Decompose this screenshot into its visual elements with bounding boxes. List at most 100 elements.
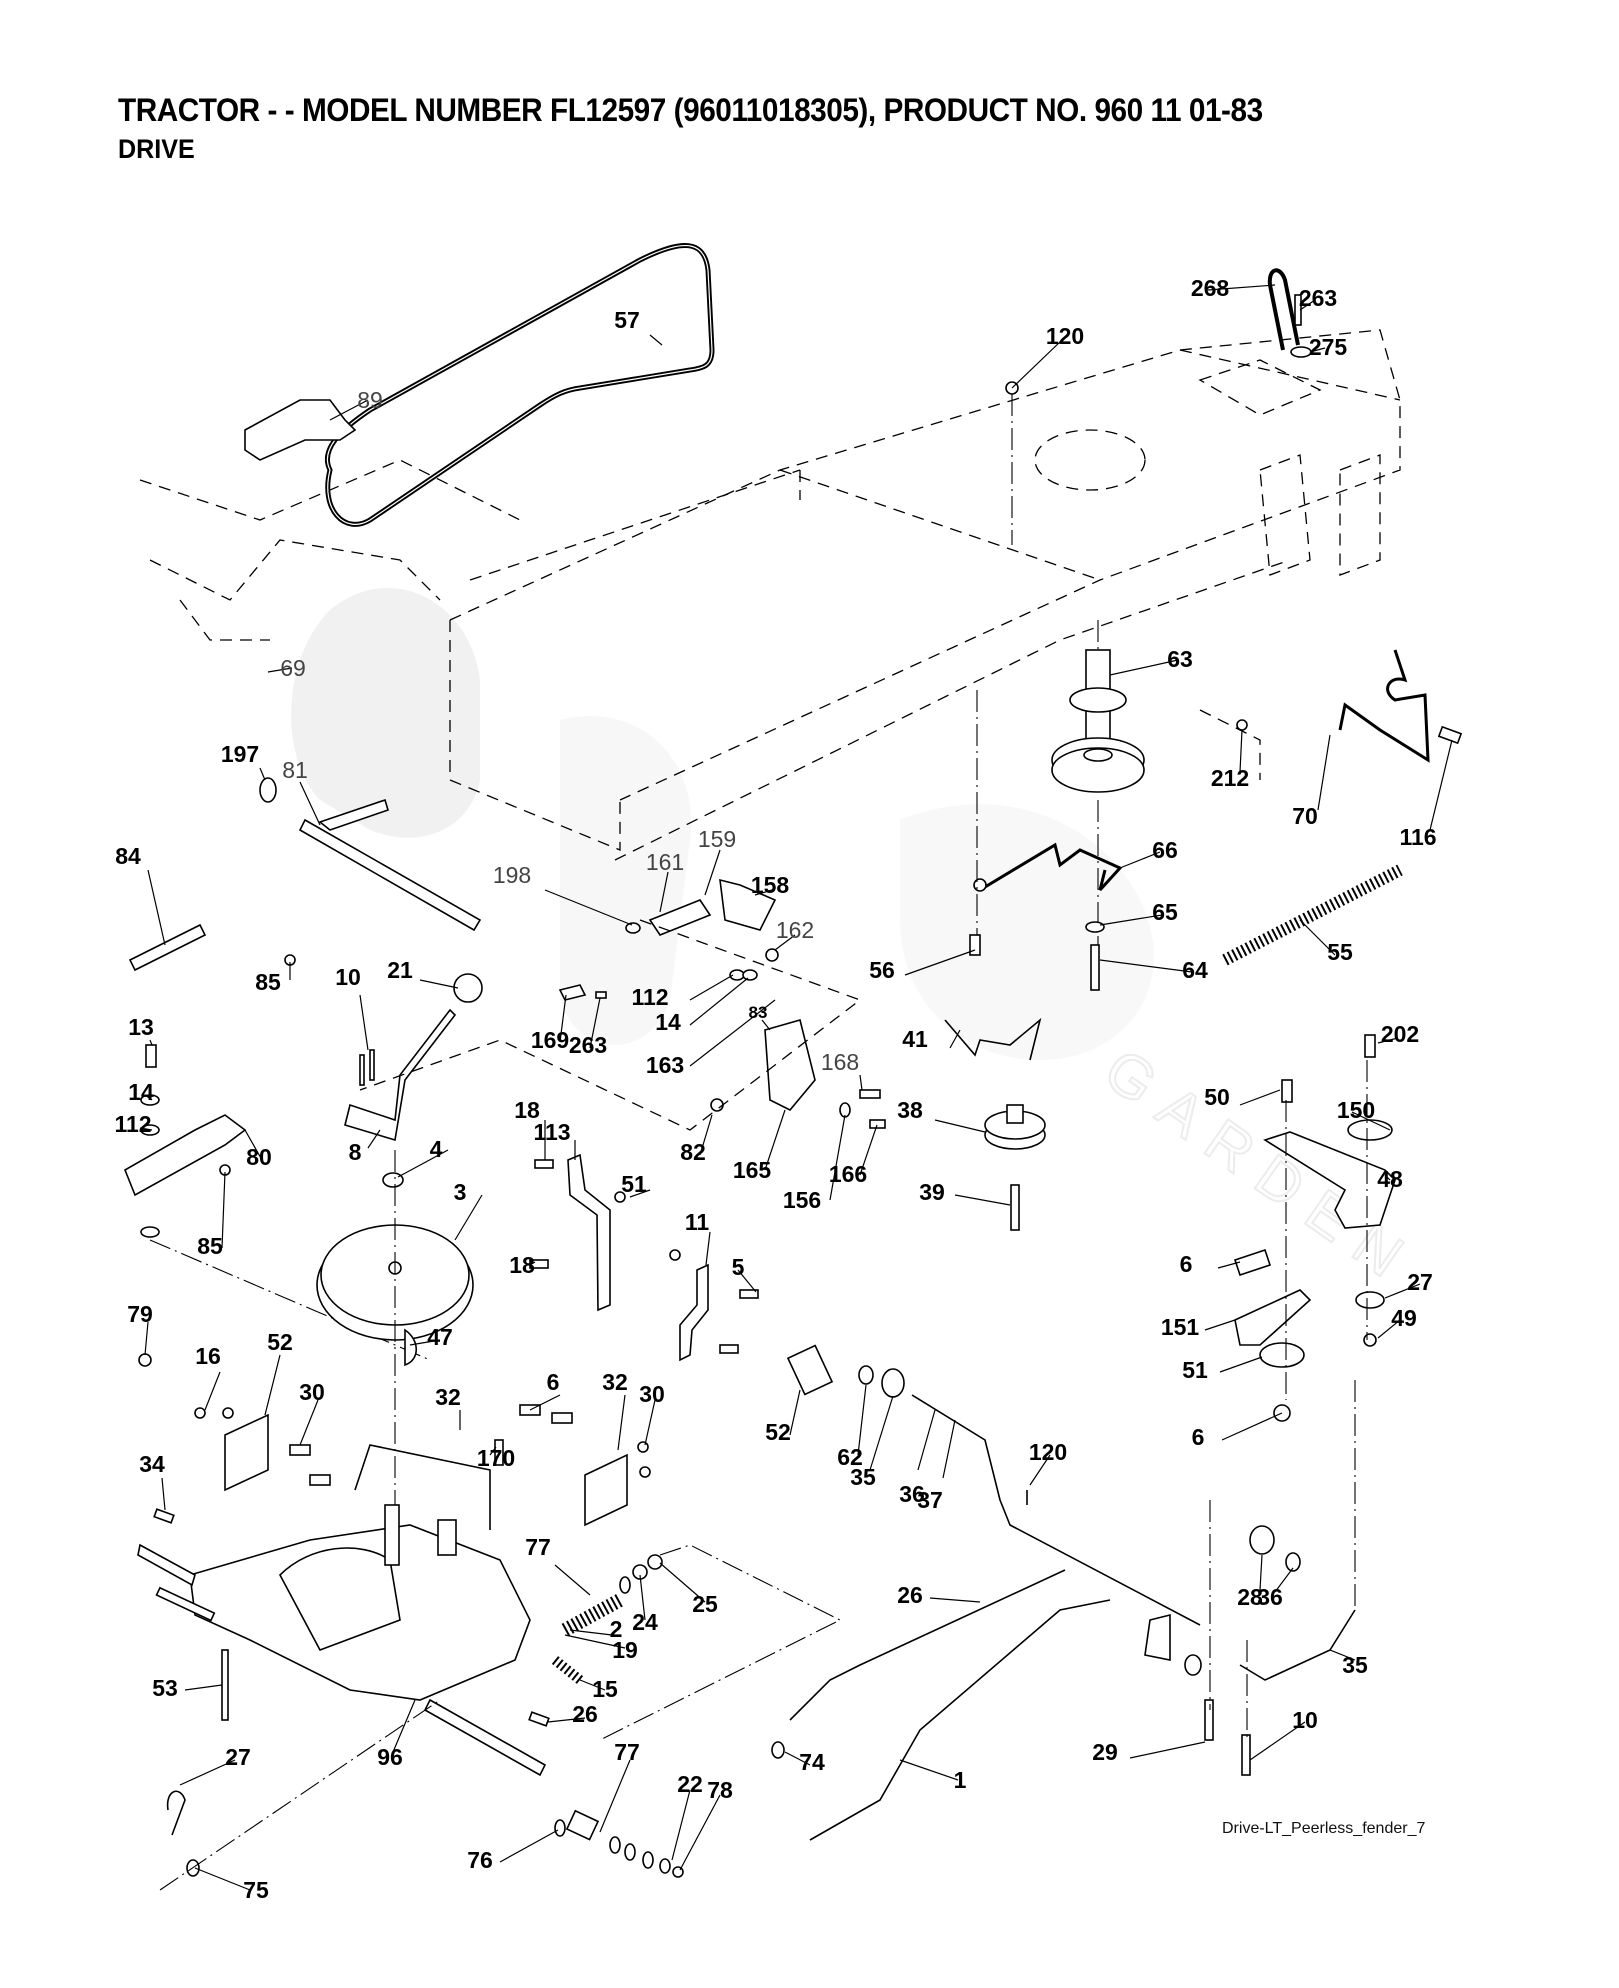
leader-line-37 (942, 1419, 956, 1479)
callout-163-pin: 163 (646, 1052, 684, 1078)
center-bracket-cluster (558, 878, 886, 1129)
callout-57-belt: 57 (614, 307, 640, 333)
leader-line-202 (1377, 1037, 1399, 1044)
bolt-64 (1090, 944, 1100, 991)
cotter-pin-10b (1204, 1699, 1214, 1741)
callout-69-bolt: 69 (280, 655, 306, 681)
washer-26 (619, 1576, 631, 1594)
nut-52 (194, 1407, 206, 1419)
leader-line-35 (869, 1395, 894, 1471)
leader-line-18 (529, 1261, 536, 1266)
callout-89-bracket: 89 (357, 387, 383, 413)
leader-line-27 (1384, 1283, 1421, 1299)
leader-line-168 (859, 1074, 863, 1091)
bracket-arm (1144, 1613, 1171, 1661)
leader-line-63 (1109, 659, 1179, 676)
spring-hook-268 (1267, 268, 1300, 351)
callout-165-bracket: 165 (733, 1157, 772, 1183)
rod-assembly-84 (128, 923, 207, 972)
callout-112-washer: 112 (631, 984, 668, 1010)
callout-80-bracket: 80 (246, 1144, 272, 1170)
shaft-34 (911, 1394, 1201, 1626)
cotter-pin-10 (359, 1054, 365, 1086)
leader-line-169 (559, 994, 567, 1043)
washer-36b (1249, 1525, 1275, 1555)
washer-36 (881, 1368, 905, 1398)
leader-line-112 (139, 1127, 153, 1131)
bolt-202 (1364, 1034, 1376, 1058)
bracket-5 (679, 1263, 709, 1362)
bolt-18b (739, 1289, 759, 1299)
bolt-15 (221, 1649, 229, 1721)
callout-35-bushing: 35 (850, 1464, 876, 1490)
leader-line-14 (144, 1094, 153, 1101)
callout-30-bracket: 30 (639, 1381, 665, 1407)
leader-line-69 (267, 667, 293, 673)
callout-48-idler-arm: 48 (1377, 1166, 1403, 1192)
leader-line-268 (1207, 284, 1276, 291)
callout-30-bracket: 30 (299, 1379, 325, 1405)
spring-2 (551, 1656, 584, 1684)
leader-line-30 (299, 1399, 319, 1446)
callout-202-bolt: 202 (1381, 1021, 1419, 1047)
leader-line-151 (1204, 1319, 1236, 1331)
leader-line-22 (671, 1789, 691, 1861)
callout-28-rod: 28 (1237, 1584, 1263, 1610)
idler-pulley-47 (1259, 1342, 1305, 1368)
leader-line-56 (904, 949, 976, 976)
leader-line-170 (489, 1446, 497, 1456)
callout-198-washer: 198 (493, 862, 531, 888)
leader-line-76 (499, 1829, 559, 1863)
key-77 (153, 1508, 175, 1524)
leader-line-161 (659, 871, 669, 913)
rod-28 (789, 1569, 1066, 1721)
callout-18-bolt: 18 (514, 1097, 540, 1123)
callout-81-shaft: 81 (282, 757, 308, 783)
leader-line-62 (857, 1384, 867, 1456)
callout-4-retaining-ring: 4 (430, 1136, 443, 1162)
callout-85-nut: 85 (255, 969, 281, 995)
leader-line-38 (934, 1119, 986, 1133)
leader-line-120 (1029, 1454, 1051, 1486)
nut-212 (1236, 719, 1248, 731)
callout-55-spring: 55 (1327, 939, 1353, 965)
bolt-13 (145, 1044, 157, 1068)
bolt-116 (1437, 725, 1463, 745)
leader-line-36 (1274, 1567, 1294, 1593)
bolt-6b (719, 1344, 739, 1354)
callout-29-bushing: 29 (1092, 1739, 1118, 1765)
callout-27-cotter-pin: 27 (1407, 1269, 1433, 1295)
leader-line-51 (629, 1189, 651, 1198)
nut-16 (138, 1353, 152, 1367)
bolt-6 (529, 1259, 549, 1269)
belt-highlight (326, 244, 713, 525)
leader-line-36 (917, 1409, 936, 1471)
nut-52b (222, 1407, 234, 1419)
callout-5-bracket: 5 (732, 1254, 745, 1280)
bushing-62 (786, 1344, 834, 1396)
callout-52-nut: 52 (267, 1329, 293, 1355)
callout-70-wire-bracket: 70 (1292, 803, 1318, 829)
nut-51 (1363, 1333, 1377, 1347)
leader-line-112 (689, 974, 734, 1001)
callout-15-bolt: 15 (592, 1676, 618, 1702)
callout-62-bushing: 62 (837, 1444, 863, 1470)
leader-line-10 (1249, 1721, 1306, 1761)
washer-151 (1355, 1291, 1385, 1309)
nut-52d (639, 1466, 651, 1478)
callout-16-nut: 16 (195, 1343, 221, 1369)
callout-76-nut: 76 (467, 1847, 493, 1873)
callout-8-lever: 8 (349, 1139, 362, 1165)
leader-line-26 (547, 1717, 586, 1723)
callout-151-washer: 151 (1161, 1314, 1200, 1340)
leader-line-16 (204, 1371, 221, 1411)
bolt-32d (551, 1412, 573, 1424)
callout-212-nut: 212 (1211, 765, 1249, 791)
callout-85-nut: 85 (197, 1233, 223, 1259)
wire-bracket-70 (1338, 649, 1430, 763)
bracket-113 (567, 1153, 611, 1312)
callout-47-idler-pulley: 47 (427, 1324, 453, 1350)
callout-26-washer: 26 (572, 1701, 598, 1727)
leader-line-116 (1429, 739, 1453, 831)
